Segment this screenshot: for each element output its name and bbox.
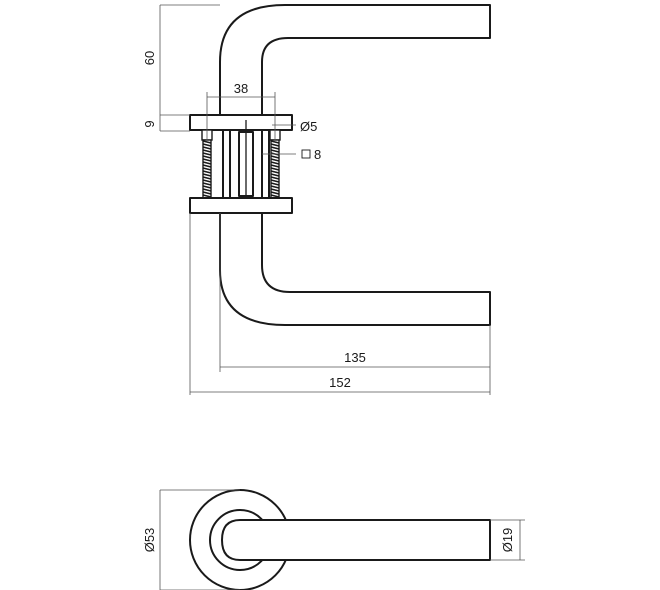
right-screw <box>269 129 281 199</box>
dim-label-38: 38 <box>234 81 248 96</box>
left-screw <box>201 129 213 199</box>
dim-label-152: 152 <box>329 375 351 390</box>
dim-label-8: 8 <box>314 147 321 162</box>
dim-label-9: 9 <box>142 120 157 127</box>
dim-label-53: Ø53 <box>142 528 157 553</box>
square-symbol-icon <box>301 149 311 159</box>
dim-label-60: 60 <box>142 51 157 65</box>
callout-spindle-square: 8 <box>262 147 321 162</box>
top-rose-plate <box>189 114 293 131</box>
bottom-rose-plate <box>189 197 293 214</box>
dim-projection-total: 152 <box>189 213 490 395</box>
upper-lever <box>219 4 491 119</box>
dim-rose-thickness: 9 <box>142 115 190 132</box>
lever-front-view <box>221 519 491 561</box>
dim-lever-diameter: Ø19 <box>490 519 525 561</box>
dim-spindle-gap: 38 <box>206 81 276 140</box>
dim-rose-diameter: Ø53 <box>142 489 240 590</box>
spindle-assembly <box>222 120 270 205</box>
dim-label-5: Ø5 <box>300 119 317 134</box>
callout-screw-diameter: Ø5 <box>272 119 317 134</box>
dim-label-19: Ø19 <box>500 528 515 553</box>
dim-label-135: 135 <box>344 350 366 365</box>
lower-lever <box>219 212 491 326</box>
dim-projection-inner: 135 <box>219 213 491 395</box>
dim-handle-height: 60 <box>142 4 220 116</box>
